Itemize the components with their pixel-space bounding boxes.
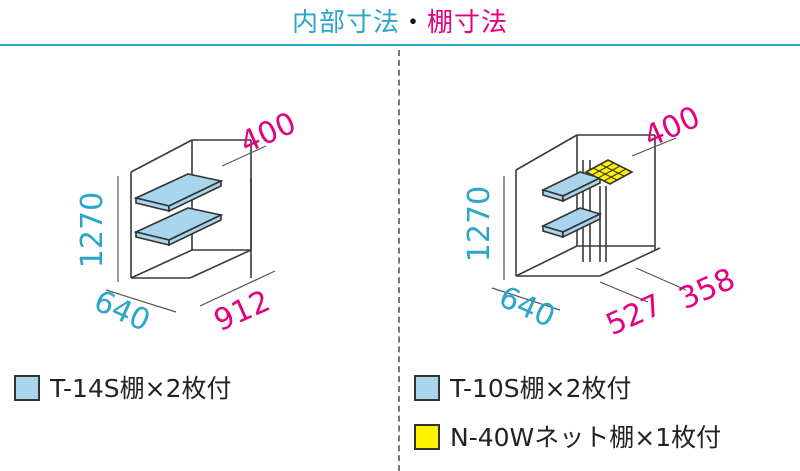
right-net-wire-2 [597,165,621,179]
title-separator: ・ [399,8,427,38]
right-width-a-line [599,281,649,303]
right-legend-swatch-net [414,424,440,450]
right-net-wire-4 [592,167,618,181]
left-lower-shelf-side [168,213,222,247]
title-bar: 内部寸法・棚寸法 [0,0,800,46]
left-upper-shelf-side [168,179,222,213]
right-legend-item-shelf: T-10S棚×2枚付 [414,375,632,401]
right-width-b-value: 358 [674,262,741,317]
panel-divider [398,50,400,471]
left-width-line [199,270,276,307]
right-net-wire-5 [599,163,625,177]
right-shelves [540,159,634,239]
right-lower-shelf-side [562,212,601,239]
left-legend-swatch [14,375,40,401]
right-width-a-value: 527 [601,288,668,343]
left-shelf-depth-line [221,145,267,167]
right-width-b-line [635,267,687,291]
left-depth-line [105,289,177,313]
right-legend-label-net: N-40Wネット棚×1枚付 [450,422,722,452]
right-shelf-depth-value: 400 [639,100,706,155]
left-floor-right [189,249,252,279]
right-net-wire-3 [603,168,627,182]
left-shelves [133,173,224,247]
right-upper-shelf-side [562,176,601,203]
right-depth-line [491,287,561,311]
title-shelf-dimensions: 棚寸法 [427,8,509,38]
left-dimension-lines [105,145,276,313]
right-dimension-lines [491,137,687,311]
right-legend-label-shelf: T-10S棚×2枚付 [450,373,632,403]
right-legend-item-net: N-40Wネット棚×1枚付 [414,424,721,450]
right-floor-left [515,245,578,277]
left-floor-left [130,249,193,279]
left-depth-value: 640 [89,284,156,339]
right-height-value: 1270 [462,186,497,262]
left-legend-item: T-14S棚×2枚付 [14,375,232,401]
left-top-left-edge [130,139,193,173]
left-legend-label: T-14S棚×2枚付 [50,373,232,403]
title-internal-dimensions: 内部寸法 [291,8,400,38]
right-storage-unit [515,134,661,277]
right-floor-right [599,247,661,277]
left-width-value: 912 [209,284,276,339]
right-depth-value: 640 [494,280,561,335]
right-legend-swatch-shelf [414,375,440,401]
right-shelf-depth-line [631,137,677,157]
right-top-left-edge [515,134,578,171]
left-shelf-depth-value: 400 [235,106,302,161]
left-height-value: 1270 [75,192,110,268]
right-net-wire-1 [591,162,615,176]
